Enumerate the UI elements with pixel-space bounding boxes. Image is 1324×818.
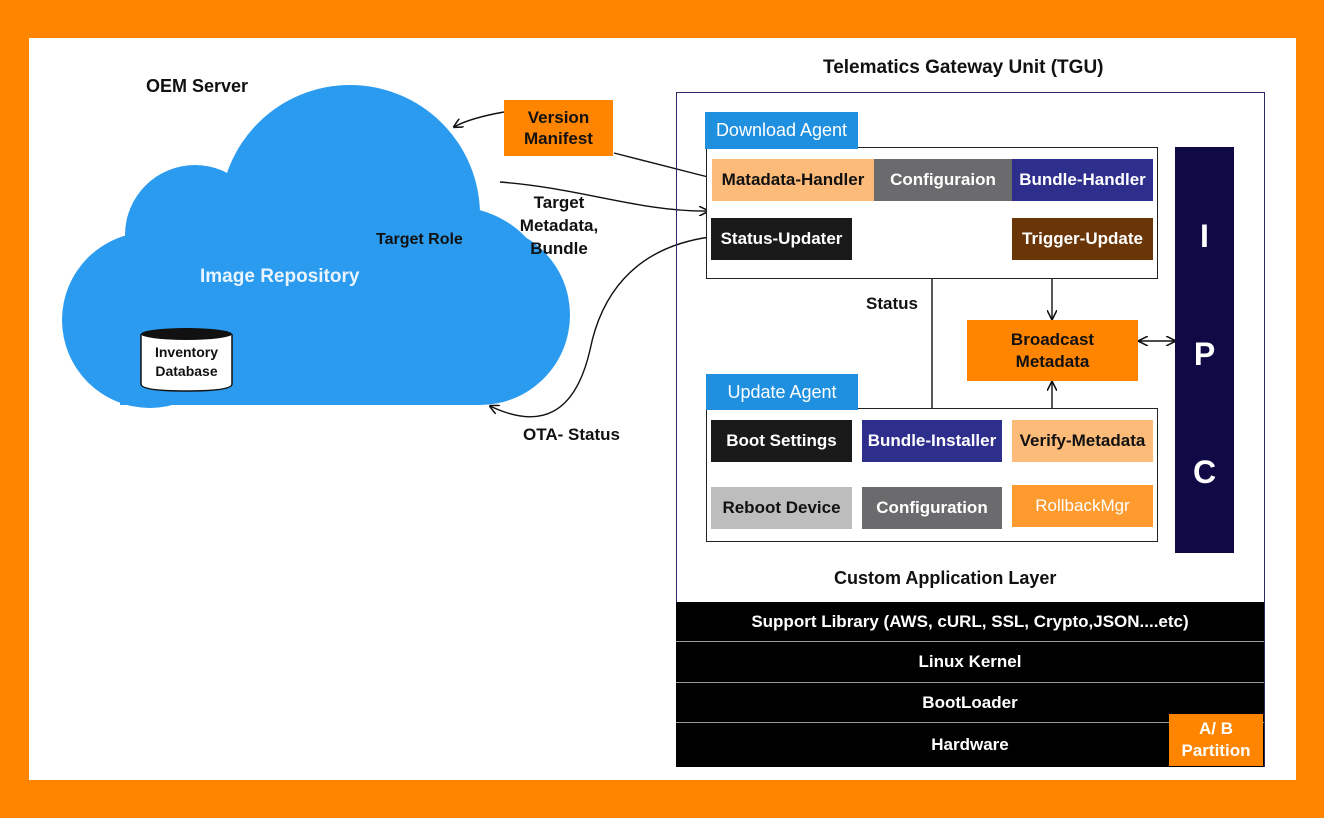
version-manifest-connector [613, 152, 713, 179]
bundle-handler-box: Bundle-Handler [1012, 159, 1153, 201]
ipc-letter-c: C [1192, 454, 1217, 490]
version-manifest-line2: Manifest [524, 129, 593, 148]
status-updater-box: Status-Updater [711, 218, 852, 260]
tgu-title: Telematics Gateway Unit (TGU) [823, 57, 1104, 78]
broadcast-metadata-box: Broadcast Metadata [967, 320, 1138, 381]
update-agent-title: Update Agent [706, 374, 858, 410]
boot-settings-box: Boot Settings [711, 420, 852, 462]
metadata-handler-box: Matadata-Handler [712, 159, 874, 201]
target-metadata-label: Target Metadata, Bundle [512, 191, 606, 260]
layer-divider [676, 682, 1264, 683]
verify-metadata-box: Verify-Metadata [1012, 420, 1153, 462]
target-label-line1: Target [533, 193, 585, 212]
reboot-device-box: Reboot Device [711, 487, 852, 529]
broadcast-line2: Metadata [1015, 351, 1090, 371]
status-label: Status [866, 294, 918, 313]
database-label-line2: Database [155, 363, 218, 379]
support-library-layer: Support Library (AWS, cURL, SSL, Crypto,… [676, 602, 1264, 642]
image-repository-label: Image Repository [200, 266, 360, 287]
target-role-label: Target Role [376, 231, 463, 248]
trigger-update-box: Trigger-Update [1012, 218, 1153, 260]
update-configuration-box: Configuration [862, 487, 1002, 529]
layer-divider [676, 641, 1264, 642]
version-manifest-line1: Version [527, 107, 590, 127]
layer-divider [676, 722, 1264, 723]
bootloader-layer: BootLoader [676, 683, 1264, 723]
rollback-mgr-box: RollbackMgr [1012, 485, 1153, 527]
ab-partition-box: A/ B Partition [1169, 714, 1263, 766]
download-configuration-box: Configuraion [874, 159, 1012, 201]
target-metadata-arrow [499, 181, 708, 211]
cloud-shape [62, 85, 570, 408]
database-icon [140, 328, 233, 392]
partition-line1: A/ B [1199, 719, 1233, 738]
ota-status-label: OTA- Status [523, 425, 620, 444]
target-label-line3: Bundle [530, 239, 588, 258]
ipc-letter-i: I [1200, 218, 1209, 254]
version-manifest-box: Version Manifest [504, 100, 613, 156]
database-label-line1: Inventory [154, 344, 218, 360]
oem-server-label: OEM Server [146, 76, 249, 96]
ipc-letter-p: P [1193, 336, 1216, 372]
partition-line2: Partition [1181, 741, 1251, 760]
ota-status-arrow [490, 236, 711, 418]
inventory-database-label: Inventory Database [141, 343, 232, 381]
version-manifest-arrow [454, 111, 505, 127]
target-label-line2: Metadata, [519, 216, 599, 235]
bundle-installer-box: Bundle-Installer [862, 420, 1002, 462]
linux-kernel-layer: Linux Kernel [676, 642, 1264, 682]
download-agent-title: Download Agent [705, 112, 858, 149]
hardware-layer: Hardware [676, 723, 1264, 767]
custom-app-layer-label: Custom Application Layer [834, 568, 1057, 588]
ipc-bar [1175, 147, 1234, 553]
broadcast-line1: Broadcast [1010, 330, 1095, 350]
